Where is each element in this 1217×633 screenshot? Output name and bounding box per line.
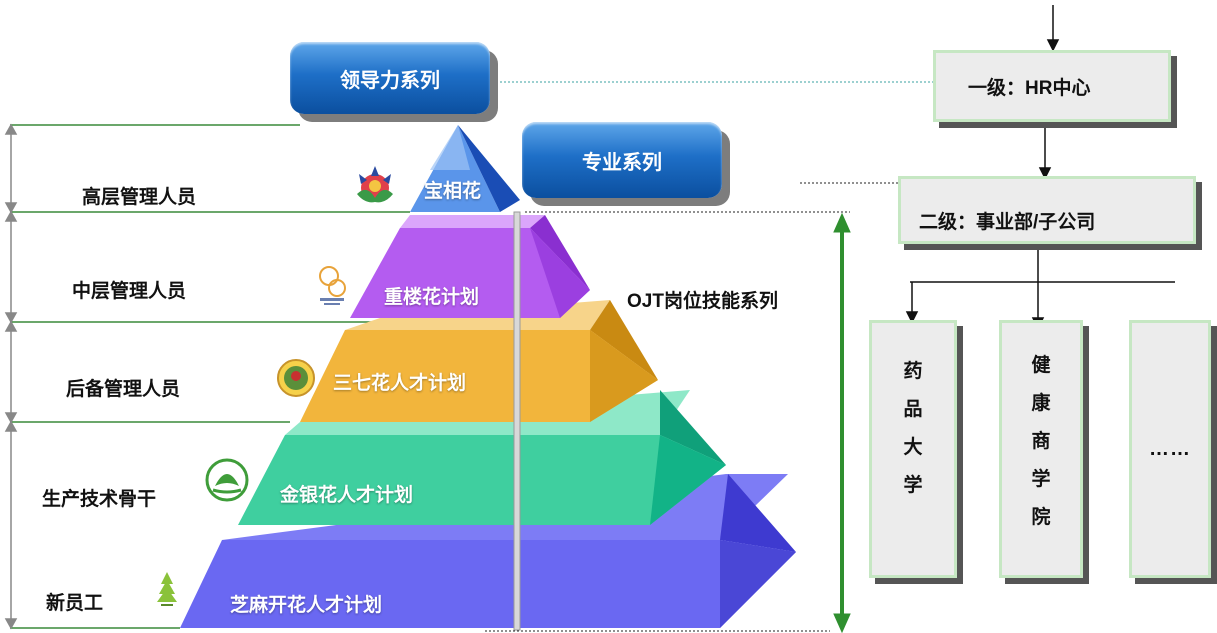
pyramid-layer-2 [350, 215, 590, 318]
layer-label-chonglou: 重楼花计划 [384, 287, 480, 308]
unit-char: 院 [1031, 507, 1051, 528]
level-new-employee: 新员工 [46, 593, 104, 614]
layer-label-baoxianghua: 宝相花 [424, 181, 482, 202]
org-level1-box: 一级：HR中心 [933, 50, 1171, 122]
unit-char: 学 [903, 475, 923, 496]
unit-char: 康 [1031, 393, 1051, 414]
pyramid-divider [513, 211, 521, 631]
unit-char: 大 [903, 437, 923, 458]
org-level2-box: 二级：事业部/子公司 [898, 176, 1196, 244]
pyramid-layer-1 [410, 125, 520, 212]
ellipsis-text: …… [1149, 437, 1191, 460]
chonglou-logo-icon [319, 266, 346, 305]
leadership-series-button[interactable]: 领导力系列 [290, 42, 490, 114]
unit-char: 药 [903, 361, 923, 382]
layer-label-sesame: 芝麻开花人才计划 [230, 595, 383, 616]
professional-series-button[interactable]: 专业系列 [522, 122, 722, 198]
org-unit-health-business-school: 健 康 商 学 院 [999, 320, 1083, 578]
unit-char: 品 [903, 399, 923, 420]
dotted-connectors-dark [485, 182, 900, 632]
unit-char: 健 [1031, 355, 1051, 376]
level-technical-backbone: 生产技术骨干 [42, 489, 157, 510]
jinyin-leaf-icon [205, 458, 249, 502]
org-unit-pharma-university: 药 品 大 学 [869, 320, 957, 578]
sanqi-seal-icon [277, 359, 315, 397]
layer-label-sanqi: 三七花人才计划 [333, 373, 467, 394]
level-reserve-management: 后备管理人员 [66, 379, 181, 400]
lotus-logo-icon [357, 166, 393, 203]
level-middle-management: 中层管理人员 [72, 281, 187, 302]
org-unit-more: …… [1129, 320, 1211, 578]
ojt-range-arrow [833, 212, 851, 633]
level-senior-management: 高层管理人员 [82, 187, 197, 208]
level-arrows [4, 123, 18, 630]
level-bracket [10, 124, 410, 629]
unit-char: 学 [1031, 469, 1051, 490]
ojt-series-label: OJT岗位技能系列 [627, 291, 778, 312]
unit-char: 商 [1031, 431, 1051, 452]
pyramid-layer-3 [300, 300, 658, 422]
sesame-tree-icon [157, 572, 177, 606]
layer-label-jinyin: 金银花人才计划 [280, 485, 414, 506]
